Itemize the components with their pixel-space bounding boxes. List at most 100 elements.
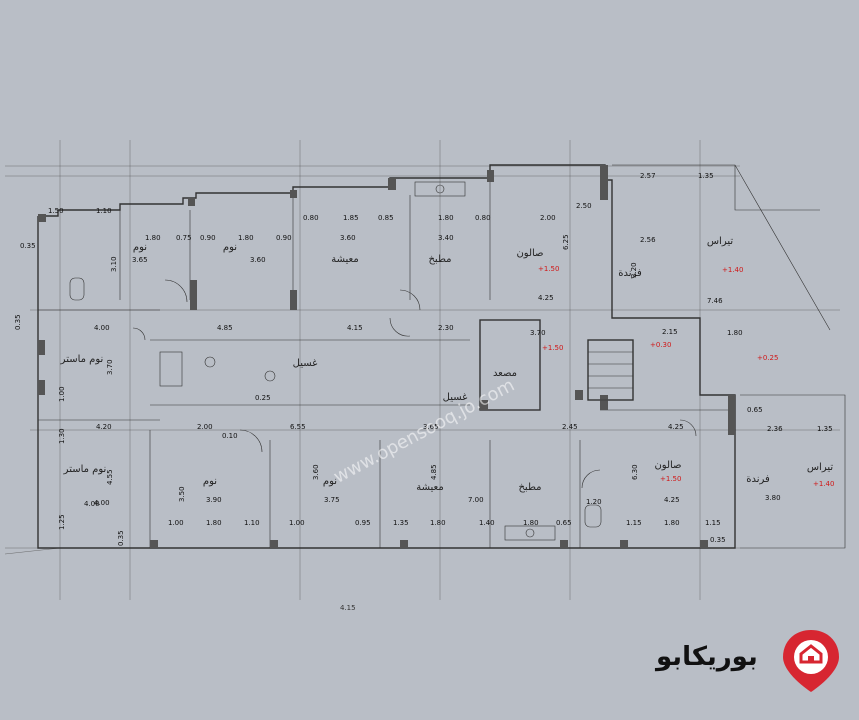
- dimension: 0.35: [20, 242, 36, 250]
- dimensions-lower: 4.20 2.00 6.55 3.65 2.45 4.25 0.10: [96, 423, 684, 440]
- core-labels: مصعد غسيل غسيل: [293, 358, 517, 403]
- dimension: 3.65: [423, 423, 439, 431]
- dimension: 0.95: [355, 519, 371, 527]
- dimension: 4.15: [347, 324, 363, 332]
- dimension: 0.65: [747, 406, 763, 414]
- brand-logo: [783, 630, 839, 692]
- level-mark: +1.40: [722, 266, 743, 274]
- dimension: 1.80: [438, 214, 454, 222]
- dimension: 0.90: [276, 234, 292, 242]
- dimension: 2.00: [197, 423, 213, 431]
- dimension: 4.00: [84, 500, 100, 508]
- columns: [38, 165, 735, 548]
- dimension: 2.30: [438, 324, 454, 332]
- dimension: 1.35: [698, 172, 714, 180]
- dimension: 2.56: [640, 236, 656, 244]
- dimension: 0.85: [378, 214, 394, 222]
- room-label: نوم ماستر: [60, 354, 104, 365]
- room-label: نوم: [323, 476, 337, 487]
- room-label: تيراس: [807, 462, 834, 473]
- dimension: 6.25: [562, 234, 570, 250]
- dimensions-bottom: 4.00 1.00 1.80 1.10 1.00 0.95 1.35 1.80 …: [94, 498, 726, 544]
- room-label: صالون: [516, 248, 543, 259]
- dimension: 4.00: [94, 324, 110, 332]
- room-label: نوم: [133, 242, 147, 253]
- dimension: 1.85: [343, 214, 359, 222]
- room-label: معيشة: [331, 254, 358, 265]
- room-label: نوم: [203, 476, 217, 487]
- level-mark: +0.30: [650, 341, 671, 349]
- dimension: 1.80: [727, 329, 743, 337]
- dimension: 3.60: [340, 234, 356, 242]
- dimension: 3.10: [110, 256, 118, 272]
- dimension: 2.00: [540, 214, 556, 222]
- room-label: نوم: [223, 242, 237, 253]
- dimension: 6.30: [631, 464, 639, 480]
- dimension: 0.75: [176, 234, 192, 242]
- dimension: 1.00: [58, 386, 66, 402]
- door-swings: [132, 279, 697, 489]
- dimension: 3.70: [106, 359, 114, 375]
- room-label: فرندة: [618, 268, 642, 279]
- dimension: 4.55: [106, 469, 114, 485]
- level-mark: +1.50: [538, 265, 559, 273]
- wash-label-2: غسيل: [443, 392, 468, 403]
- dimension: 1.80: [206, 519, 222, 527]
- dimension: 1.30: [58, 428, 66, 444]
- house-pin-icon: [783, 630, 839, 692]
- dimension: 1.80: [523, 519, 539, 527]
- dimension: 2.36: [767, 425, 783, 433]
- dimension: 3.40: [438, 234, 454, 242]
- dimension: 4.20: [96, 423, 112, 431]
- dimension: 1.10: [96, 207, 112, 215]
- dimension: 2.15: [662, 328, 678, 336]
- wash-label: غسيل: [293, 358, 318, 369]
- room-labels-top: نوم نوم معيشة مطبخ صالون فرندة تيراس نوم…: [60, 236, 734, 365]
- dimension: 4.25: [668, 423, 684, 431]
- staircase: [587, 339, 634, 401]
- dimension: 6.55: [290, 423, 306, 431]
- dimension: 4.00: [94, 499, 110, 507]
- dimension: 4.85: [430, 464, 438, 480]
- dimension: 0.10: [222, 432, 238, 440]
- dimension: 0.80: [303, 214, 319, 222]
- dimension: 3.65: [132, 256, 148, 264]
- dimension: 1.10: [244, 519, 260, 527]
- dimension: 1.80: [238, 234, 254, 242]
- dimension: 0.25: [255, 394, 271, 402]
- dimension: 7.46: [707, 297, 723, 305]
- dimension: 0.35: [710, 536, 726, 544]
- dimension: 3.80: [765, 494, 781, 502]
- dimension: 1.50: [48, 207, 64, 215]
- dimension: 3.75: [324, 496, 340, 504]
- dimension: 1.00: [289, 519, 305, 527]
- room-label: مطبخ: [518, 482, 541, 493]
- dimension: 2.45: [562, 423, 578, 431]
- dimension: 1.15: [705, 519, 721, 527]
- dimension: 0.80: [475, 214, 491, 222]
- dimension: 1.40: [479, 519, 495, 527]
- dimensions-inner: 3.65 3.60 3.60 3.40 2.56 7.46 4.25 4.00 …: [84, 234, 833, 508]
- dimension: 0.90: [200, 234, 216, 242]
- dimensions-top: 1.50 1.10 1.80 0.75 0.90 1.80 0.90 0.80 …: [48, 172, 714, 242]
- bathroom-fixtures: [69, 277, 602, 528]
- dimension: 0.65: [556, 519, 572, 527]
- dimension: 4.25: [538, 294, 554, 302]
- room-label: معيشة: [416, 482, 443, 493]
- dimension: 3.60: [250, 256, 266, 264]
- dimension: 3.70: [530, 329, 546, 337]
- room-label: تيراس: [707, 236, 734, 247]
- grid-lines: [4, 140, 840, 600]
- dimension: 3.60: [312, 464, 320, 480]
- dimension: 1.35: [393, 519, 409, 527]
- dimensions-mid: 4.00 4.85 4.15 2.30 3.70 2.15 1.80 0.35 …: [20, 242, 763, 414]
- dimension: 1.15: [626, 519, 642, 527]
- dimension: 1.35: [817, 425, 833, 433]
- dimension: 0.35: [14, 314, 22, 330]
- level-mark: +0.25: [757, 354, 778, 362]
- room-label: فرندة: [746, 474, 770, 485]
- dimension: 2.57: [640, 172, 656, 180]
- dimension: 3.20: [630, 262, 638, 278]
- room-labels-bottom: نوم ماستر نوم نوم معيشة مطبخ صالون فرندة…: [63, 460, 834, 493]
